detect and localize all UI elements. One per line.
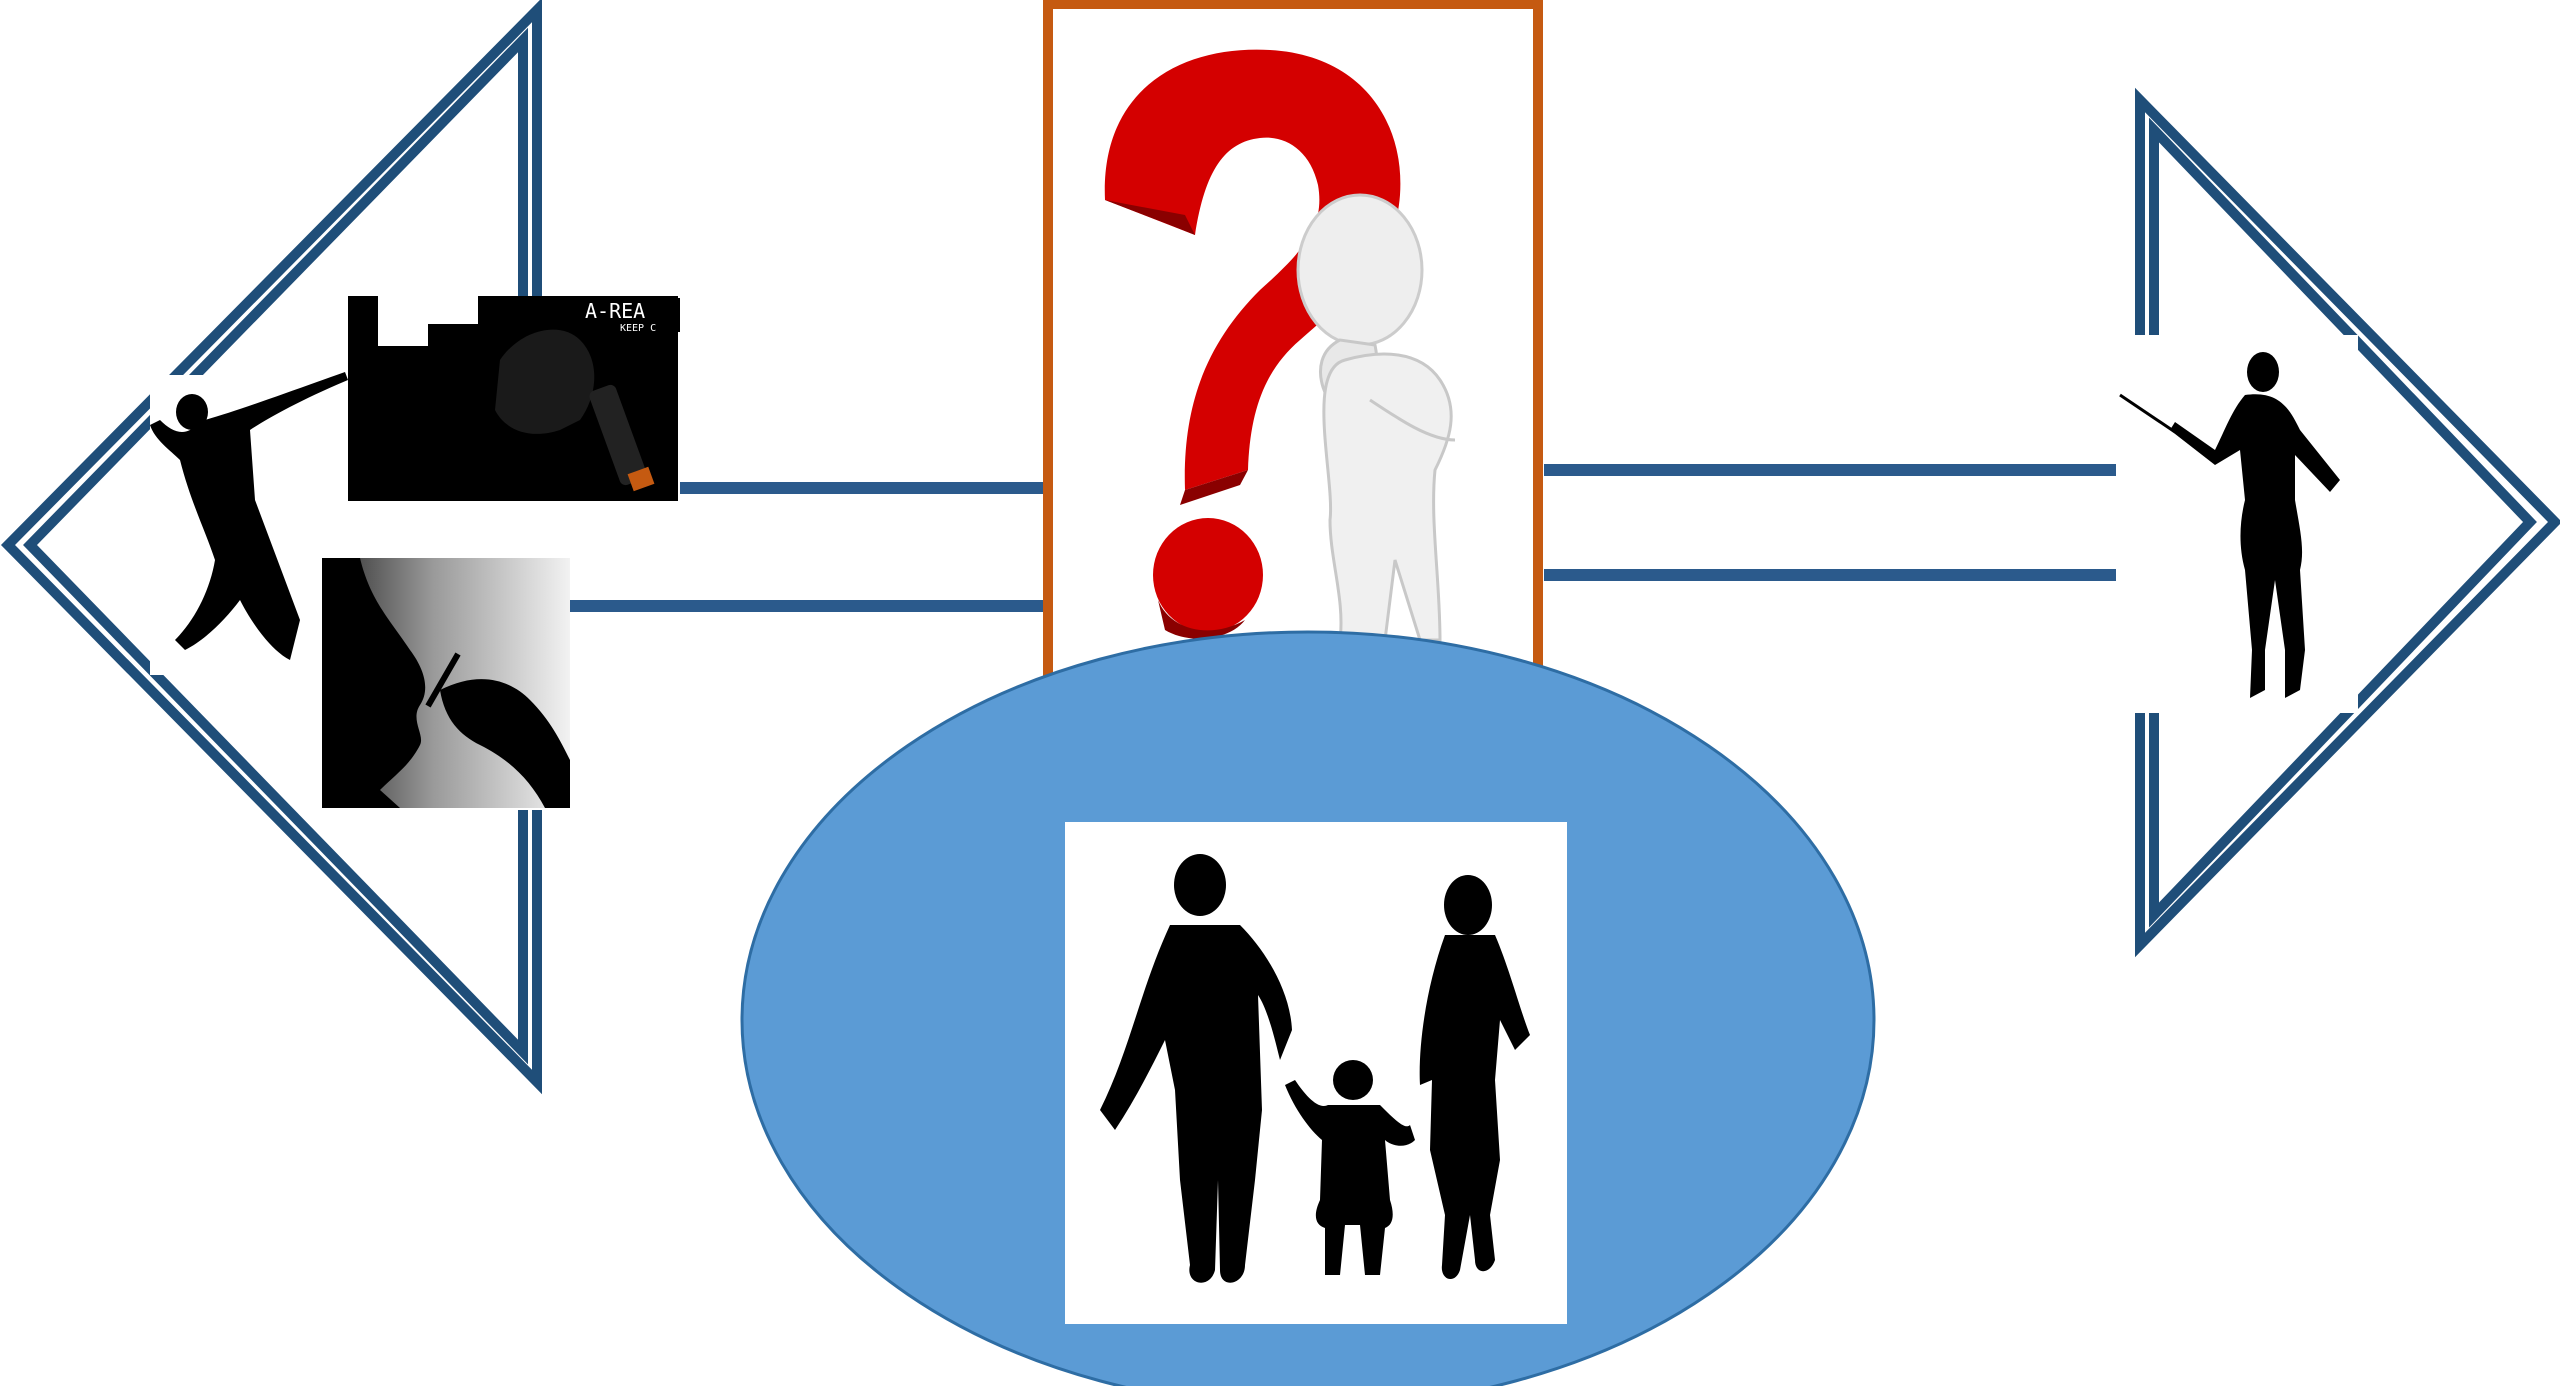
stamp-sublabel: KEEP C: [620, 323, 656, 334]
stamp-label: A-REA: [585, 299, 645, 323]
teacher-picture-frame: [2118, 335, 2358, 713]
